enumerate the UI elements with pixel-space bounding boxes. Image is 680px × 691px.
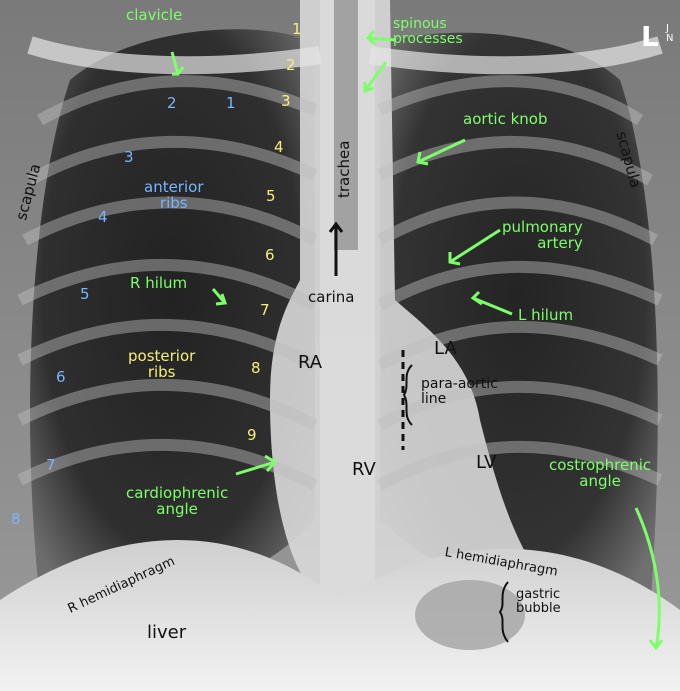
posterior-rib-6: 6 [265,246,275,264]
label-pulmonary-artery: pulmonary artery [502,218,583,252]
anterior-rib-6: 6 [56,368,66,386]
posterior-rib-3: 3 [281,92,291,110]
label-liver: liver [147,622,187,643]
label-ra: RA [298,352,323,373]
label-clavicle: clavicle [126,6,183,24]
anterior-rib-3: 3 [124,148,134,166]
label-aortic-knob: aortic knob [463,110,548,128]
label-anterior-ribs: anterior ribs [144,178,204,212]
anterior-rib-7: 7 [46,456,56,474]
label-carina: carina [308,288,355,306]
label-lv: LV [476,452,497,473]
label-costrophrenic-angle: costrophrenic angle [549,456,652,490]
anterior-rib-2: 2 [167,94,177,112]
label-trachea: trachea [335,140,353,198]
posterior-rib-2: 2 [286,56,296,74]
posterior-rib-8: 8 [251,359,261,377]
posterior-rib-5: 5 [266,187,276,205]
label-rv: RV [352,459,376,480]
label-gastric-bubble: gastric bubble [516,587,561,616]
posterior-rib-9: 9 [247,426,257,444]
label-spinous-processes: spinous processes [393,16,463,47]
posterior-rib-7: 7 [260,301,270,319]
label-l-hilum: L hilum [518,306,574,324]
posterior-rib-1: 1 [292,20,302,38]
anterior-rib-5: 5 [80,285,90,303]
anterior-rib-8: 8 [11,510,21,528]
label-r-hilum: R hilum [130,274,188,292]
label-la: LA [434,338,457,359]
label-para-aortic-line: para-aortic line [421,376,498,407]
label-posterior-ribs: posterior ribs [128,347,196,381]
posterior-rib-4: 4 [274,138,284,156]
initials-marker: J N [666,23,674,44]
label-cardiophrenic-angle: cardiophrenic angle [126,484,229,518]
anterior-rib-4: 4 [98,208,108,226]
side-marker: L [641,20,659,53]
anterior-rib-1: 1 [226,94,236,112]
